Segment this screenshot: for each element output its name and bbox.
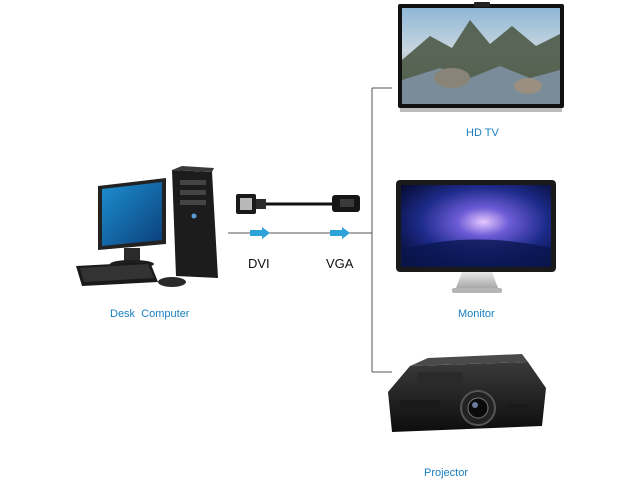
dvi-connector-label: DVI bbox=[248, 256, 270, 271]
vga-connector-label: VGA bbox=[326, 256, 354, 271]
monitor-label: Monitor bbox=[458, 308, 495, 320]
vga-arrow-icon bbox=[330, 227, 350, 239]
projector-icon bbox=[388, 354, 546, 432]
desktop-computer-icon bbox=[76, 166, 218, 287]
dvi-arrow-icon bbox=[250, 227, 270, 239]
hd-tv-label: HD TV bbox=[466, 127, 499, 139]
hd-tv-icon bbox=[398, 2, 564, 112]
monitor-icon bbox=[396, 180, 556, 293]
desk-computer-label: Desk Computer bbox=[110, 308, 190, 320]
projector-label: Projector bbox=[424, 467, 469, 479]
dvi-vga-adapter-icon bbox=[236, 194, 360, 214]
